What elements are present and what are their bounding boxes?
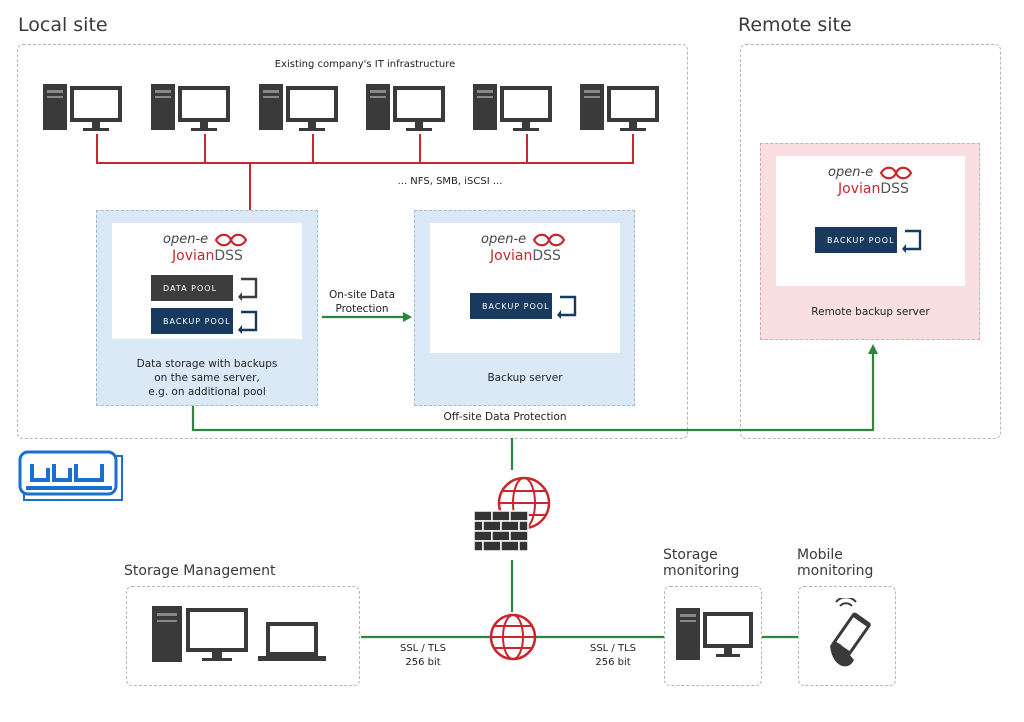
storage-monitoring-title: Storage monitoring — [663, 547, 739, 579]
ssl-right-line-2: 256 bit — [595, 657, 631, 668]
storage-management-title: Storage Management — [124, 563, 276, 579]
open-e-logo-text: open-e — [163, 232, 209, 247]
offsite-arrowhead — [868, 344, 878, 354]
mobile-monitoring-line-1: Mobile — [797, 547, 843, 563]
computer-icon — [676, 608, 753, 660]
onsite-protection-label: On-site Data Protection — [320, 288, 404, 316]
ssl-right-line-1: SSL / TLS — [589, 643, 637, 654]
mobile-monitoring-line-2: monitoring — [797, 563, 874, 579]
computer-icon — [580, 82, 662, 138]
dss-text: DSS — [880, 181, 909, 197]
watermark-logo-icon — [18, 450, 123, 501]
backup-pool-label: BACKUP POOL — [827, 235, 895, 245]
ssl-left-label: SSL / TLS 256 bit — [378, 642, 468, 670]
smartphone-icon — [830, 598, 871, 667]
backup-pool-badge: BACKUP POOL — [151, 308, 233, 334]
onsite-line-1: On-site Data — [328, 289, 396, 301]
jovian-dss-logo: JovianDSS — [838, 181, 909, 197]
backup-sync-icon — [902, 229, 922, 253]
caption-line-1: Data storage with backups — [136, 358, 278, 370]
globe-icon — [489, 613, 537, 661]
caption-line-3: e.g. on additional pool — [148, 386, 266, 398]
open-e-logo-icon — [532, 233, 566, 247]
primary-server-caption: Data storage with backups on the same se… — [100, 357, 314, 399]
computer-icon — [473, 82, 555, 138]
jovian-text: Jovian — [838, 181, 881, 197]
storage-management-container — [126, 586, 360, 686]
onsite-arrowhead — [403, 312, 412, 322]
storage-monitoring-line-2: monitoring — [663, 563, 740, 579]
computer-icon — [259, 82, 341, 138]
backup-pool-badge: BACKUP POOL — [470, 293, 552, 319]
local-site-container — [17, 44, 688, 439]
backup-pool-badge: BACKUP POOL — [815, 227, 897, 253]
remote-site-title: Remote site — [738, 14, 852, 36]
open-e-logo-icon — [214, 233, 248, 247]
infrastructure-label: Existing company's IT infrastructure — [274, 59, 456, 70]
jovian-text: Jovian — [172, 248, 215, 264]
ssl-left-line-2: 256 bit — [405, 657, 441, 668]
remote-site-container — [740, 44, 1001, 439]
backup-sync-icon — [238, 277, 258, 301]
dss-text: DSS — [532, 248, 561, 264]
network-lines — [96, 134, 634, 211]
jovian-text: Jovian — [490, 248, 533, 264]
firewall-icon — [473, 476, 551, 552]
backup-pool-label: BACKUP POOL — [163, 316, 231, 326]
open-e-logo-text: open-e — [828, 165, 874, 180]
data-pool-label: DATA POOL — [163, 283, 218, 293]
computer-icon — [43, 82, 125, 138]
computer-icon — [151, 82, 233, 138]
backup-server-card — [430, 223, 620, 353]
backup-sync-icon — [557, 295, 577, 319]
backup-pool-label: BACKUP POOL — [482, 301, 550, 311]
storage-monitoring-line-1: Storage — [663, 547, 718, 563]
mobile-monitoring-container — [798, 586, 896, 686]
backup-server-caption: Backup server — [487, 372, 563, 384]
local-site-title: Local site — [18, 14, 108, 36]
jovian-dss-logo: JovianDSS — [172, 248, 243, 264]
mobile-monitoring-title: Mobile monitoring — [797, 547, 873, 579]
caption-line-2: on the same server, — [154, 372, 260, 384]
ssl-right-label: SSL / TLS 256 bit — [568, 642, 658, 670]
data-pool-badge: DATA POOL — [151, 275, 233, 301]
onsite-line-2: Protection — [335, 303, 389, 315]
computer-icon — [366, 82, 448, 138]
offsite-protection-label: Off-site Data Protection — [443, 411, 567, 423]
protocols-label: ... NFS, SMB, iSCSI ... — [397, 176, 503, 187]
storage-monitoring-container — [664, 586, 762, 686]
green-lines — [191, 315, 875, 639]
ssl-left-line-1: SSL / TLS — [399, 643, 447, 654]
backup-sync-icon — [238, 310, 258, 334]
dss-text: DSS — [214, 248, 243, 264]
remote-server-caption: Remote backup server — [811, 306, 930, 318]
open-e-logo-text: open-e — [481, 232, 527, 247]
open-e-logo-icon — [879, 166, 913, 180]
remote-server-card — [776, 156, 965, 286]
laptop-icon — [258, 622, 326, 661]
jovian-dss-logo: JovianDSS — [490, 248, 561, 264]
computer-icon — [152, 606, 248, 662]
